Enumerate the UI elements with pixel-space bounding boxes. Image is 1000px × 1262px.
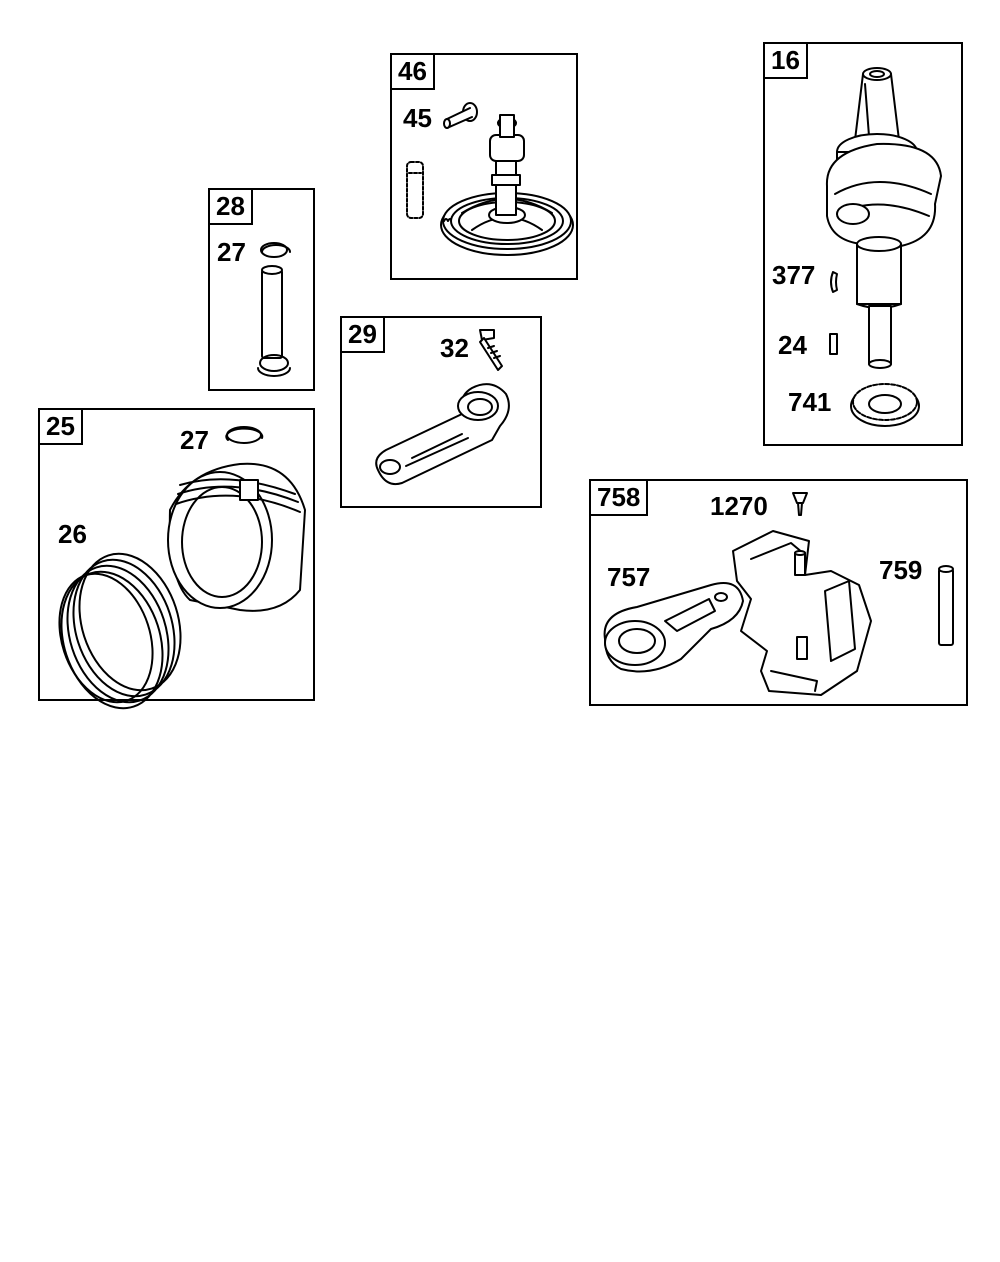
piston-icon (58, 426, 306, 710)
compression-release-icon (406, 161, 424, 219)
cam-gear-icon (406, 102, 574, 256)
retaining-clip-icon (225, 426, 264, 444)
group-758-balancer: 758 1270 757 759 (589, 479, 968, 706)
group-29-connecting-rod: 29 32 (340, 316, 542, 508)
group-tag: 25 (40, 410, 83, 445)
callout-label: 26 (58, 519, 87, 549)
crank-key-icon (829, 333, 838, 355)
cam-pin-icon (443, 102, 478, 129)
callout-label: 377 (772, 260, 816, 290)
group-16-crankshaft: 16 377 24 741 (763, 42, 963, 446)
callout-label: 757 (607, 562, 651, 592)
piston-ring-set-icon (58, 552, 182, 710)
callout-label: 24 (778, 330, 807, 360)
group-tag: 16 (765, 44, 808, 79)
callout-label: 1270 (710, 491, 768, 521)
callout-label: 27 (217, 237, 246, 267)
group-tag: 46 (392, 55, 435, 90)
connecting-rod-icon (375, 329, 510, 486)
callout-label: 27 (180, 425, 209, 455)
group-46-camshaft: 46 45 (390, 53, 578, 280)
callout-label: 759 (879, 555, 923, 585)
group-tag: 29 (342, 318, 385, 353)
rod-bolt-icon (479, 329, 503, 371)
group-tag: 758 (591, 481, 649, 516)
timing-gear-icon (850, 383, 920, 427)
screw-icon (792, 492, 808, 516)
group-25-piston: 25 27 26 (38, 408, 315, 710)
group-tag: 28 (210, 190, 253, 225)
dowel-pin-icon (938, 565, 954, 646)
piston-pin-icon (257, 242, 291, 377)
crankshaft-icon (825, 67, 942, 427)
counterweight-link-icon (603, 582, 744, 673)
callout-label: 741 (788, 387, 832, 417)
balancer-housing-icon (603, 492, 954, 696)
woodruff-key-icon (830, 271, 838, 293)
callout-label: 32 (440, 333, 469, 363)
group-28-piston-pin: 28 27 (208, 188, 315, 391)
callout-label: 45 (403, 103, 432, 133)
